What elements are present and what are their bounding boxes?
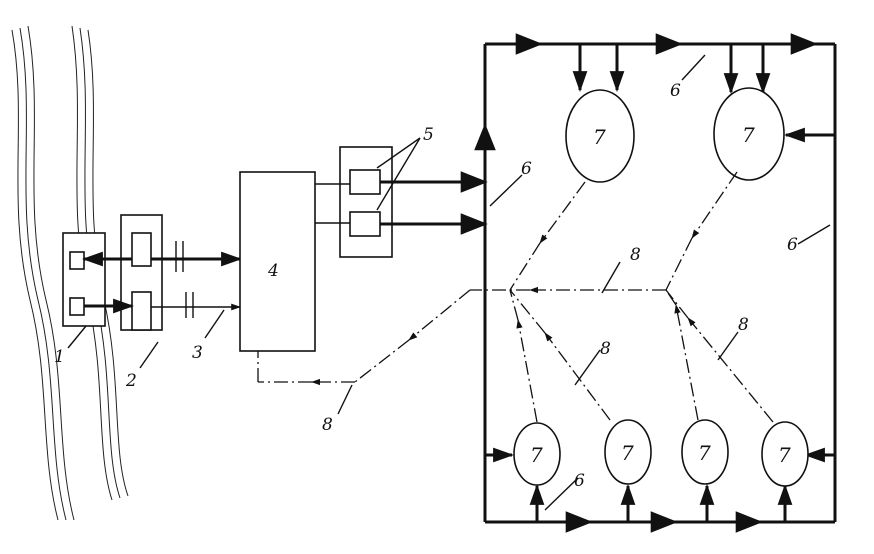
label-2: 2 <box>125 371 137 391</box>
label-1: 1 <box>54 347 65 367</box>
label-8-center: 8 <box>630 245 641 265</box>
component-2-units <box>120 214 163 331</box>
label-4: 4 <box>267 261 279 281</box>
label-6-right: 6 <box>787 235 798 255</box>
label-7: 7 <box>593 125 606 149</box>
consumer-7 <box>565 89 635 183</box>
label-3: 3 <box>192 343 203 363</box>
label-6-bottom: 6 <box>574 471 585 491</box>
return-lines-8 <box>257 171 774 423</box>
consumer-supply-lines <box>529 44 793 522</box>
consumer-7 <box>681 419 729 485</box>
component-5-valves <box>339 146 393 258</box>
label-leaders <box>67 54 831 511</box>
label-7: 7 <box>698 441 711 465</box>
label-7: 7 <box>530 443 543 467</box>
label-8-lower-left: 8 <box>600 339 611 359</box>
label-7: 7 <box>778 443 791 467</box>
consumer-7 <box>604 419 652 485</box>
component-3-conduits <box>151 241 243 318</box>
label-6-left: 6 <box>521 159 532 179</box>
component-1-pumps <box>62 232 106 327</box>
consumers-7 <box>513 87 809 487</box>
consumer-7 <box>513 422 561 486</box>
label-7: 7 <box>621 441 634 465</box>
label-6-top: 6 <box>670 81 681 101</box>
consumer-7 <box>761 421 809 487</box>
consumer-7 <box>713 87 785 181</box>
label-5: 5 <box>423 125 434 145</box>
label-8-bottom: 8 <box>322 415 333 435</box>
component-4-station <box>239 171 316 352</box>
network-6-mains <box>474 33 837 533</box>
label-7: 7 <box>742 123 755 147</box>
label-8-lower-right: 8 <box>738 315 749 335</box>
